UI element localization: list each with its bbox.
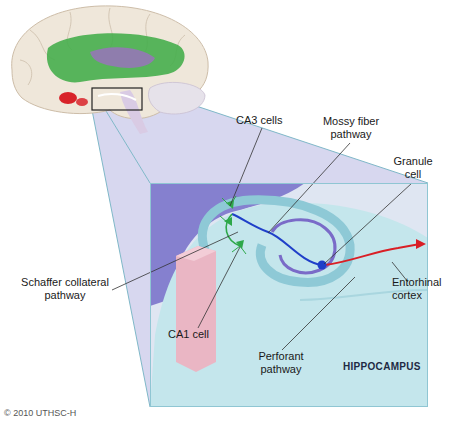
callout-label: CA3 cells xyxy=(236,114,306,127)
zoom-shade xyxy=(92,88,150,407)
brain xyxy=(12,6,208,134)
callout-label: CA1 cell xyxy=(168,328,228,341)
callout-label: Granule cell xyxy=(388,155,438,181)
leader-lines xyxy=(112,128,412,350)
zoom-line xyxy=(92,110,150,407)
region-title: HIPPOCAMPUS xyxy=(343,361,421,372)
hippocampus-section xyxy=(150,183,428,407)
zoom-shade xyxy=(92,88,428,183)
callout-label: Mossy fiber pathway xyxy=(316,115,386,141)
copyright-note: © 2010 UTHSC-H xyxy=(4,407,124,420)
callout-label: Schaffer collateral pathway xyxy=(20,276,110,302)
callout-label: Entorhinal cortex xyxy=(392,276,462,302)
callout-label: Perforant pathway xyxy=(250,350,312,376)
